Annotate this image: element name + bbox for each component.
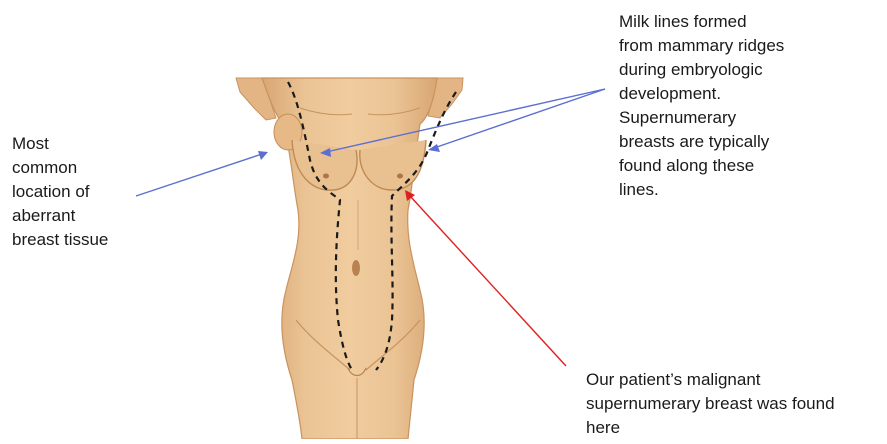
label-line: Supernumerary: [619, 106, 784, 130]
red-arrow-patient: [405, 190, 566, 366]
label-line: breasts are typically: [619, 130, 784, 154]
navel: [352, 260, 360, 276]
label-line: lines.: [619, 178, 784, 202]
label-line: found along these: [619, 154, 784, 178]
label-line: Our patient’s malignant: [586, 368, 835, 392]
label-line: supernumerary breast was found: [586, 392, 835, 416]
left-nipple: [323, 174, 329, 179]
aberrant-location-label: Most common location of aberrant breast …: [12, 132, 108, 252]
label-line: breast tissue: [12, 228, 108, 252]
right-nipple: [397, 174, 403, 179]
label-line: development.: [619, 82, 784, 106]
label-line: location of: [12, 180, 108, 204]
label-line: common: [12, 156, 108, 180]
blue-arrow-left: [136, 151, 268, 196]
label-line: Most: [12, 132, 108, 156]
label-line: here: [586, 416, 835, 440]
label-line: Milk lines formed: [619, 10, 784, 34]
label-line: during embryologic: [619, 58, 784, 82]
milk-lines-label: Milk lines formed from mammary ridges du…: [619, 10, 784, 202]
label-line: from mammary ridges: [619, 34, 784, 58]
patient-finding-label: Our patient’s malignant supernumerary br…: [586, 368, 835, 440]
label-line: aberrant: [12, 204, 108, 228]
